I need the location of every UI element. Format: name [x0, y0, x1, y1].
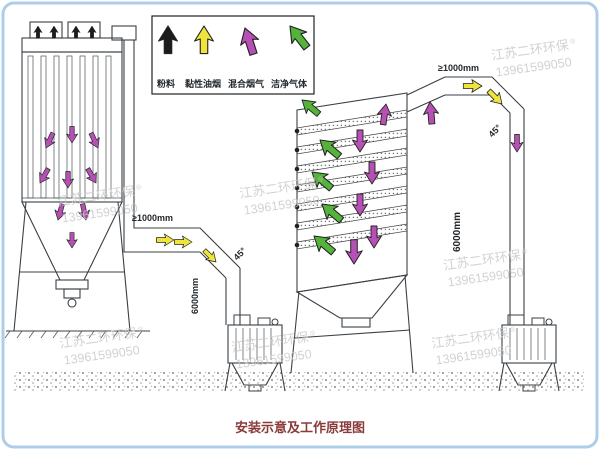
baghouse-collector	[13, 21, 137, 332]
separator-outlet	[341, 317, 371, 328]
legend-label-oil-fume: 黏性油烟	[185, 78, 221, 89]
baghouse-legs	[13, 201, 131, 332]
legend: 粉料 黏性油烟 混合烟气 洁净气体	[151, 15, 315, 95]
right-vertical-duct	[509, 109, 525, 325]
mid-duct-elbow	[123, 40, 200, 253]
separator-legs	[290, 275, 414, 374]
valve-handle	[67, 298, 77, 308]
diagram-caption: 安装示意及工作原理图	[235, 420, 365, 435]
ground-stipple-band	[14, 372, 586, 392]
right-horizontal-duct	[445, 76, 492, 96]
foundation-hatch	[4, 330, 143, 339]
filter-bags	[22, 55, 122, 199]
rotary-valve	[63, 288, 81, 299]
legend-label-mixed-gas: 混合烟气	[228, 78, 264, 89]
watermark-registered-icon: ®	[318, 175, 325, 184]
watermark-registered-icon: ®	[570, 37, 577, 46]
watermark-registered-icon: ®	[510, 325, 517, 334]
ground	[4, 330, 586, 392]
mid-clearance-label: ≥1000mm	[132, 213, 173, 223]
right-height-label: 6000mm	[452, 212, 463, 252]
mid-height-label: 6000mm	[190, 278, 200, 314]
watermark-registered-icon: ®	[138, 325, 145, 334]
legend-label-clean-gas: 洁净气体	[271, 78, 308, 89]
mid-duct-diagonal	[199, 227, 241, 325]
plate-mounts	[294, 128, 300, 248]
separator-hopper	[295, 274, 409, 319]
right-clearance-label: ≥1000mm	[438, 63, 479, 73]
watermark-registered-icon: ®	[310, 329, 317, 338]
legend-box	[151, 15, 315, 95]
watermark-registered-icon: ®	[136, 183, 143, 192]
watermark-registered-icon: ®	[522, 247, 529, 256]
separator-to-duct-connector	[406, 76, 446, 113]
legend-label-powder: 粉料	[157, 78, 175, 89]
